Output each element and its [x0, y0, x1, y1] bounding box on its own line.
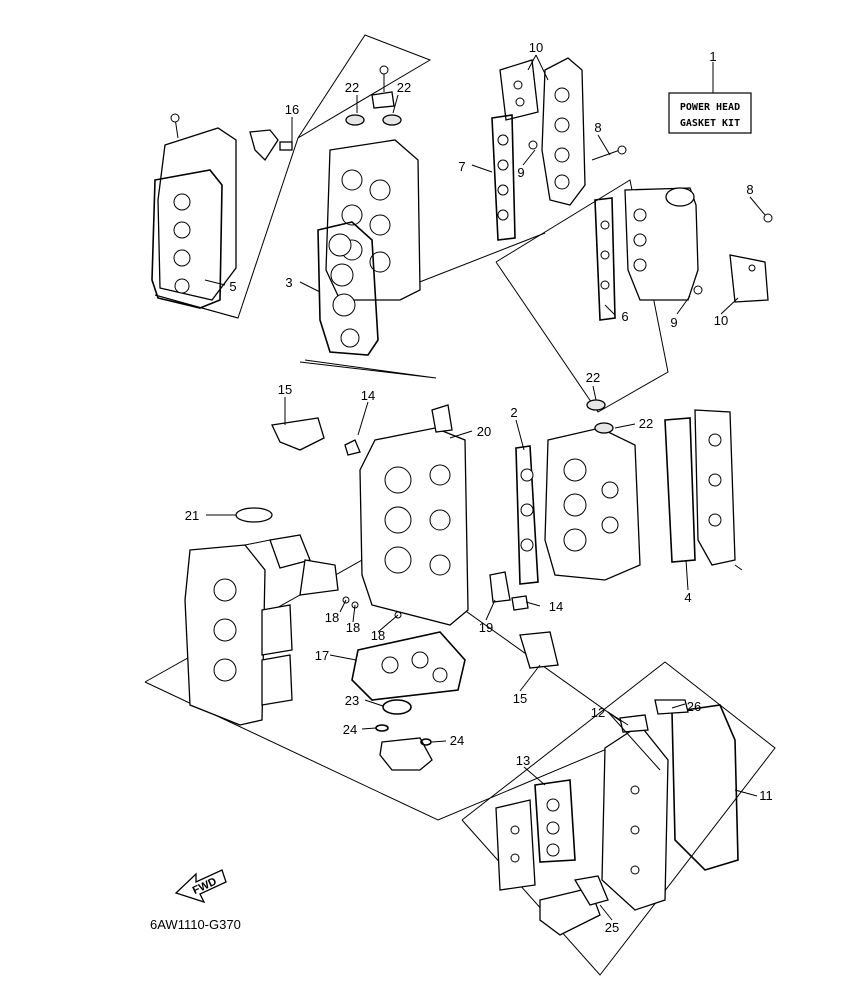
- cylinder-head-cover-right: [664, 409, 743, 571]
- exhaust-cover-upper: [491, 57, 627, 241]
- cylinder-head-lower: [515, 399, 641, 585]
- callout-5: 5: [229, 279, 236, 294]
- base-gasket: [342, 596, 466, 771]
- callout-9-upper: 9: [517, 165, 524, 180]
- callout-20: 20: [477, 424, 491, 439]
- callout-2: 2: [510, 405, 517, 420]
- callout-labels: 1 2 3 4 5 6 7 8 8 9 9 10 10 11 12 13 14 …: [185, 40, 773, 935]
- exhaust-cover-lower: [495, 699, 739, 936]
- kit-box: POWER HEAD GASKET KIT: [668, 92, 752, 134]
- callout-8-upper: 8: [594, 120, 601, 135]
- callout-18-a: 18: [325, 610, 339, 625]
- callout-26: 26: [687, 699, 701, 714]
- callout-21: 21: [185, 508, 199, 523]
- callout-14-lower: 14: [549, 599, 563, 614]
- crankshaft-assembly: [184, 507, 339, 726]
- callout-22-c: 22: [586, 370, 600, 385]
- callout-19: 19: [479, 620, 493, 635]
- callout-10-right: 10: [714, 313, 728, 328]
- manifold-right: [594, 187, 773, 321]
- callout-9-right: 9: [670, 315, 677, 330]
- cylinder-head-cover-left: [151, 113, 293, 309]
- callout-24-b: 24: [450, 733, 464, 748]
- callout-11: 11: [759, 788, 773, 803]
- callout-14-upper: 14: [361, 388, 375, 403]
- callout-24-a: 24: [343, 722, 357, 737]
- callout-1: 1: [709, 49, 716, 64]
- callout-22-d: 22: [639, 416, 653, 431]
- callout-15-upper: 15: [278, 382, 292, 397]
- callout-16: 16: [285, 102, 299, 117]
- callout-3: 3: [285, 275, 292, 290]
- kit-box-line2: GASKET KIT: [680, 118, 740, 129]
- figure-code: 6AW1110-G370: [150, 917, 241, 932]
- callout-4: 4: [684, 590, 691, 605]
- cylinder-block: [271, 404, 559, 669]
- callout-17: 17: [315, 648, 329, 663]
- callout-13: 13: [516, 753, 530, 768]
- callout-18-c: 18: [371, 628, 385, 643]
- callout-22-b: 22: [397, 80, 411, 95]
- callout-8-right: 8: [746, 182, 753, 197]
- leader-lines: [204, 54, 766, 921]
- callout-23: 23: [345, 693, 359, 708]
- head-gasket-upper: [317, 221, 379, 356]
- kit-box-line1: POWER HEAD: [680, 102, 740, 113]
- cylinder-head-upper: [325, 65, 421, 301]
- callout-12: 12: [591, 705, 605, 720]
- callout-10-upper: 10: [529, 40, 543, 55]
- callout-15-lower: 15: [513, 691, 527, 706]
- callout-22-a: 22: [345, 80, 359, 95]
- callout-18-b: 18: [346, 620, 360, 635]
- callout-25: 25: [605, 920, 619, 935]
- callout-6: 6: [621, 309, 628, 324]
- callout-7: 7: [458, 159, 465, 174]
- fwd-arrow: FWD: [174, 869, 227, 904]
